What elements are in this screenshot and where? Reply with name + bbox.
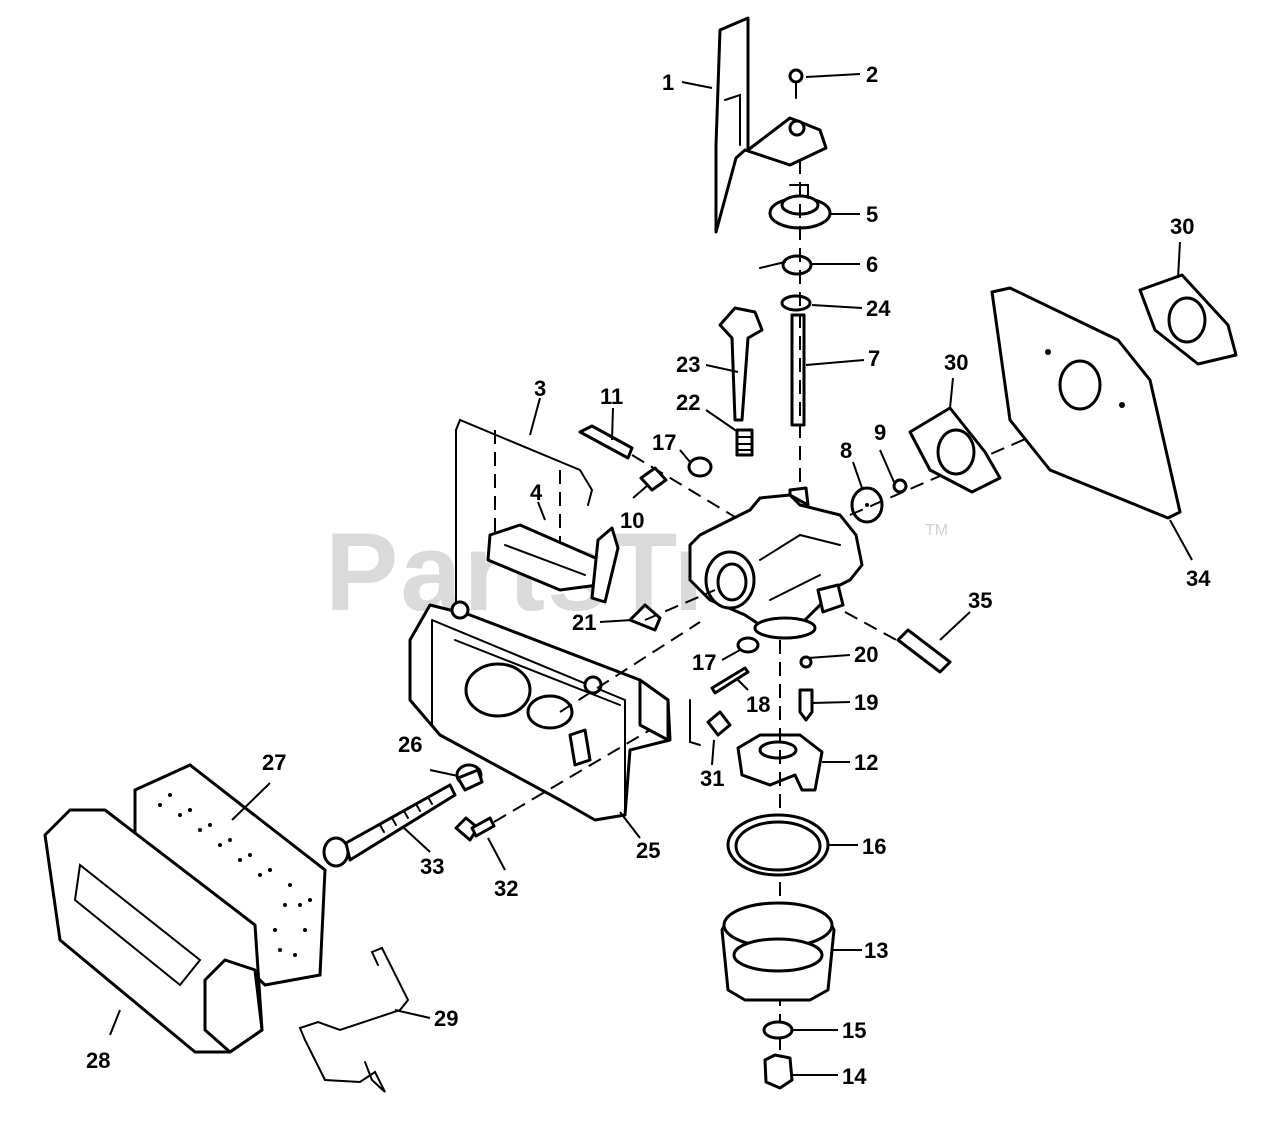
callout-27: 27 (262, 750, 286, 775)
callout-16: 16 (862, 834, 886, 859)
callout-21: 21 (572, 610, 596, 635)
callout-3: 3 (534, 376, 546, 401)
part-14-bowl-nut (763, 1053, 794, 1090)
callout-15: 15 (842, 1018, 866, 1043)
part-29-wire-clip (298, 946, 410, 1093)
callout-29: 29 (434, 1006, 458, 1031)
callout-13: 13 (864, 938, 888, 963)
part-23-throttle-lever (718, 306, 764, 422)
callout-30-middle: 30 (944, 350, 968, 375)
callout-35: 35 (968, 588, 992, 613)
part-24-washer (780, 294, 812, 312)
carburetor-body (688, 486, 864, 640)
part-3-linkage-rod (455, 418, 594, 611)
callout-23: 23 (676, 352, 700, 377)
callout-9: 9 (874, 420, 886, 445)
part-27-foam-filter (133, 763, 327, 987)
callout-1: 1 (662, 70, 674, 95)
callout-8: 8 (840, 438, 852, 463)
callout-10: 10 (620, 508, 644, 533)
part-32-bolt (454, 816, 496, 842)
callout-32: 32 (494, 876, 518, 901)
part-33-long-bolt (322, 783, 457, 868)
leader-lines (109, 73, 1193, 1076)
part-13-float-bowl (720, 901, 836, 1002)
callout-labels: 1 2 5 6 24 7 23 22 3 11 4 10 17 8 9 30 3… (86, 62, 1211, 1089)
part-2-screw (788, 68, 804, 99)
callout-24: 24 (866, 296, 891, 321)
callout-12: 12 (854, 750, 878, 775)
part-15-washer (762, 1020, 794, 1040)
callout-19: 19 (854, 690, 878, 715)
callout-28: 28 (86, 1048, 110, 1073)
callout-25: 25 (636, 838, 660, 863)
callout-11: 11 (600, 384, 623, 409)
part-17-plug-bottom (736, 636, 760, 654)
part-1-control-bracket (714, 16, 828, 234)
callout-14: 14 (842, 1064, 867, 1089)
part-31-clip (706, 710, 732, 737)
part-30-gasket-middle (908, 406, 1002, 494)
part-26-bushing (455, 763, 484, 792)
part-9-screw (892, 478, 908, 494)
part-11-screw (578, 424, 634, 460)
callout-34: 34 (1186, 566, 1211, 591)
callout-6: 6 (866, 252, 878, 277)
part-16-bowl-gasket (726, 813, 830, 877)
callout-30-right: 30 (1170, 214, 1194, 239)
part-17-plug-top (687, 456, 713, 478)
callout-20: 20 (854, 642, 878, 667)
part-21-plate (628, 603, 662, 632)
part-22-spring (735, 428, 754, 457)
callout-17-top: 17 (652, 430, 676, 455)
callout-5: 5 (866, 202, 878, 227)
part-25-air-cleaner-base (408, 600, 672, 822)
callout-4: 4 (530, 480, 543, 505)
part-35-stud (896, 628, 952, 674)
part-18-pin (710, 666, 750, 695)
callout-7: 7 (868, 346, 880, 371)
watermark-trademark: TM (925, 522, 948, 539)
callout-31: 31 (700, 766, 724, 791)
part-4-choke-bracket (486, 523, 620, 604)
part-20-washer (799, 655, 813, 669)
part-28-air-cleaner-cover (43, 808, 264, 1054)
part-34-mounting-plate (990, 286, 1182, 520)
callout-2: 2 (866, 62, 878, 87)
part-19-needle-valve (798, 688, 814, 722)
callout-22: 22 (676, 390, 700, 415)
part-6-spring (759, 254, 813, 276)
part-8-cover-plate (850, 486, 884, 524)
part-7-shaft (790, 313, 806, 427)
callout-17-bottom: 17 (692, 650, 716, 675)
callout-33: 33 (420, 854, 444, 879)
callout-26: 26 (398, 732, 422, 757)
part-30-gasket-right (1138, 273, 1238, 366)
callout-18: 18 (746, 692, 770, 717)
